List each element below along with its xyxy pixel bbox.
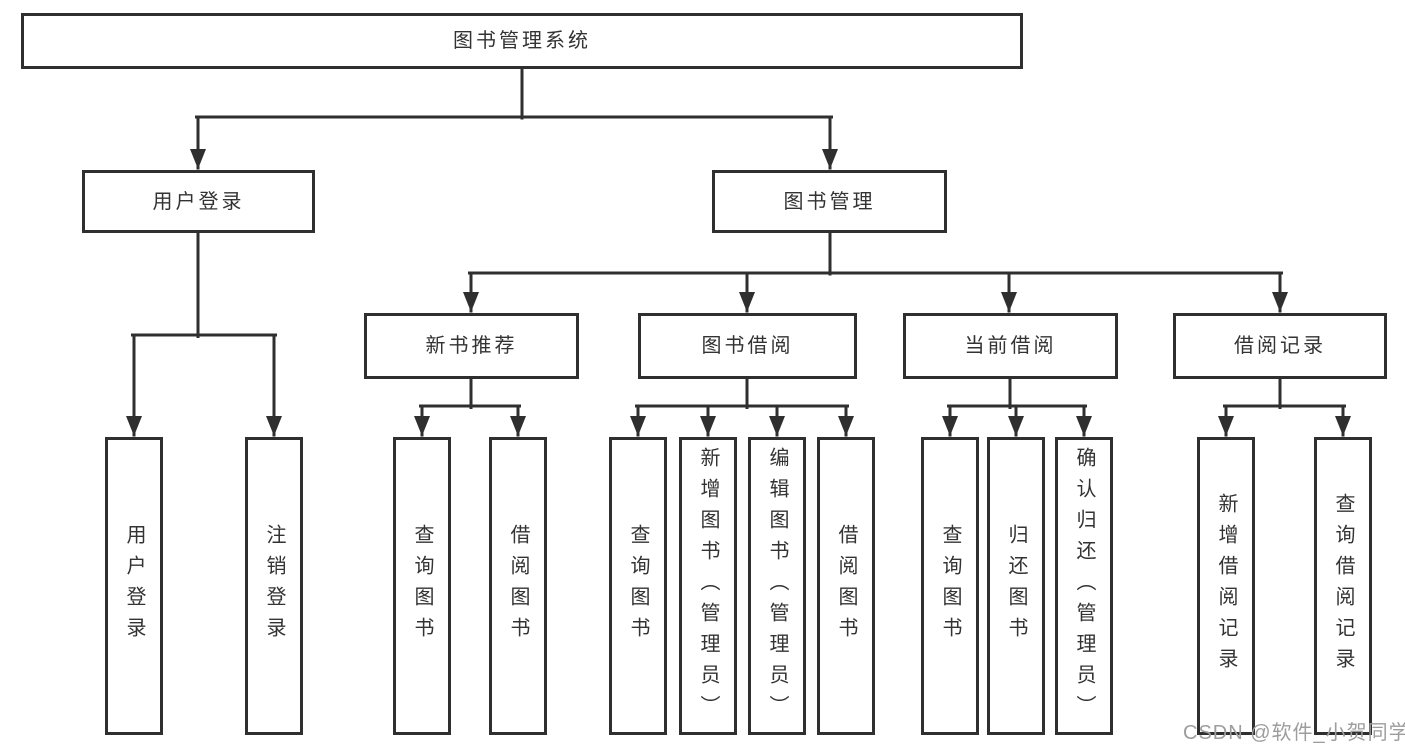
leaf-return-books: 归还图书	[987, 437, 1045, 735]
leaf-edit-books-admin: 编辑图书（管理员）	[748, 437, 806, 735]
leaf-borrow-books-recommend: 借阅图书	[489, 437, 547, 735]
node-current-borrowing: 当前借阅	[903, 313, 1118, 379]
node-library-management-system: 图书管理系统	[21, 13, 1023, 69]
leaf-query-books-recommend: 查询图书	[393, 437, 451, 735]
node-new-book-recommendation: 新书推荐	[364, 313, 579, 379]
leaf-query-books-borrowing: 查询图书	[609, 437, 667, 735]
leaf-query-borrow-record: 查询借阅记录	[1314, 437, 1372, 735]
leaf-query-books-current: 查询图书	[921, 437, 979, 735]
leaf-logout-login: 注销登录	[245, 437, 303, 735]
watermark: CSDN @软件_小贺同学	[1183, 722, 1405, 744]
node-book-borrowing: 图书借阅	[638, 313, 857, 379]
leaf-borrow-books-borrowing: 借阅图书	[817, 437, 875, 735]
node-book-management: 图书管理	[712, 170, 947, 233]
node-user-login-group: 用户登录	[82, 170, 315, 233]
leaf-add-borrow-record: 新增借阅记录	[1197, 437, 1255, 735]
node-borrowing-records: 借阅记录	[1173, 313, 1387, 379]
leaf-add-books-admin: 新增图书（管理员）	[679, 437, 737, 735]
leaf-user-login: 用户登录	[105, 437, 163, 735]
leaf-confirm-return-admin: 确认归还（管理员）	[1055, 437, 1113, 735]
